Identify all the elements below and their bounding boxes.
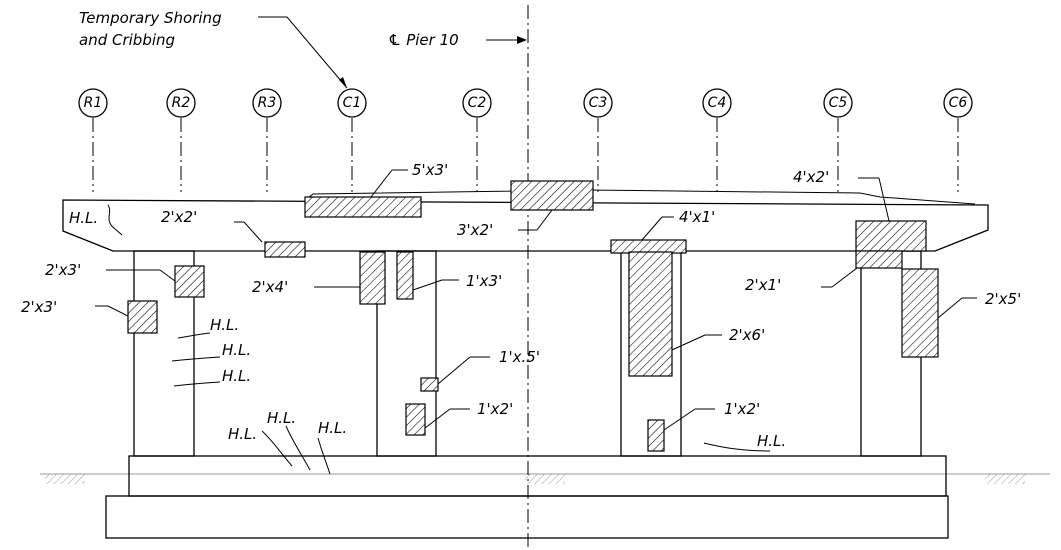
patch-2x4 bbox=[359, 251, 386, 305]
svg-text:C5: C5 bbox=[829, 95, 848, 111]
patch-2x1 bbox=[855, 250, 903, 269]
pier-cap bbox=[62, 189, 989, 252]
patch-5x3 bbox=[304, 196, 422, 218]
svg-text:C6: C6 bbox=[949, 95, 968, 111]
patch-1x2-a bbox=[405, 403, 426, 436]
svg-text:C1: C1 bbox=[343, 95, 362, 111]
bubble-r3: R3 bbox=[252, 88, 282, 192]
patch-2x6-label: 2'x6' bbox=[729, 326, 765, 344]
hairline-col1-a-label: H.L. bbox=[210, 316, 239, 334]
svg-text:C4: C4 bbox=[708, 95, 727, 111]
patch-3x2-label: 3'x2' bbox=[457, 221, 493, 239]
bubble-row: R1 R2 R3 C1 C2 C3 C4 bbox=[78, 88, 973, 192]
patch-2x5-label: 2'x5' bbox=[985, 290, 1021, 308]
patch-4x1-label: 4'x1' bbox=[679, 208, 715, 226]
patch-1x05-label: 1'x.5' bbox=[499, 348, 540, 366]
hairline-base-right-label: H.L. bbox=[757, 432, 786, 450]
hairline-cracks: H.L. H.L. H.L. H.L. H.L. H.L. H.L. H.L. bbox=[69, 204, 786, 475]
hairline-col1-b-label: H.L. bbox=[222, 341, 251, 359]
patch-1x3 bbox=[396, 251, 414, 300]
ground-line bbox=[40, 473, 1050, 484]
patch-2x3-b-label: 2'x3' bbox=[21, 298, 57, 316]
bubble-c5: C5 bbox=[823, 88, 853, 192]
patches: 5'x3' 3'x2' 2'x2' 4'x1' 4'x2' 2'x1' 2'x5… bbox=[21, 161, 1021, 452]
shoring-note-line2: and Cribbing bbox=[79, 31, 175, 49]
hairline-col1-c-label: H.L. bbox=[222, 367, 251, 385]
patch-3x2 bbox=[510, 180, 594, 211]
bubble-c4: C4 bbox=[702, 88, 732, 192]
patch-1x2-a-label: 1'x2' bbox=[477, 400, 513, 418]
svg-text:R3: R3 bbox=[258, 95, 277, 111]
pier-label: ℄ Pier 10 bbox=[388, 31, 459, 49]
svg-text:R2: R2 bbox=[172, 95, 191, 111]
hairline-base-c-label: H.L. bbox=[318, 419, 347, 437]
bubble-c2: C2 bbox=[462, 88, 492, 192]
shoring-note-line1: Temporary Shoring bbox=[79, 9, 222, 27]
bubble-c6: C6 bbox=[943, 88, 973, 192]
bubble-r1: R1 bbox=[78, 88, 108, 192]
patch-4x2-label: 4'x2' bbox=[793, 168, 829, 186]
patch-2x2 bbox=[264, 241, 306, 258]
patch-2x3-b bbox=[127, 300, 158, 334]
patch-2x2-label: 2'x2' bbox=[161, 208, 197, 226]
patch-1x05 bbox=[420, 377, 439, 392]
bubble-r2: R2 bbox=[166, 88, 196, 192]
hairline-base-a-label: H.L. bbox=[228, 425, 257, 443]
patch-1x3-label: 1'x3' bbox=[466, 272, 502, 290]
patch-2x4-label: 2'x4' bbox=[252, 278, 288, 296]
svg-text:C2: C2 bbox=[468, 95, 487, 111]
patch-2x6 bbox=[628, 251, 673, 377]
hairline-base-b-label: H.L. bbox=[267, 409, 296, 427]
shoring-note: Temporary Shoring and Cribbing bbox=[79, 9, 348, 89]
hairline-cap-label: H.L. bbox=[69, 209, 98, 227]
patch-2x5 bbox=[901, 268, 939, 358]
svg-text:R1: R1 bbox=[84, 95, 103, 111]
footing bbox=[105, 455, 949, 539]
patch-2x1-label: 2'x1' bbox=[745, 276, 781, 294]
bubble-c3: C3 bbox=[583, 88, 613, 192]
patch-2x3-a-label: 2'x3' bbox=[45, 261, 81, 279]
pier-centerline-note: ℄ Pier 10 bbox=[388, 31, 527, 49]
patch-2x3-a bbox=[174, 265, 205, 298]
bubble-c1: C1 bbox=[337, 88, 367, 192]
patch-4x1 bbox=[610, 239, 687, 254]
patch-1x2-b bbox=[647, 419, 665, 452]
svg-text:C3: C3 bbox=[589, 95, 608, 111]
patch-4x2 bbox=[855, 220, 927, 252]
patch-1x2-b-label: 1'x2' bbox=[724, 400, 760, 418]
patch-5x3-label: 5'x3' bbox=[412, 161, 448, 179]
